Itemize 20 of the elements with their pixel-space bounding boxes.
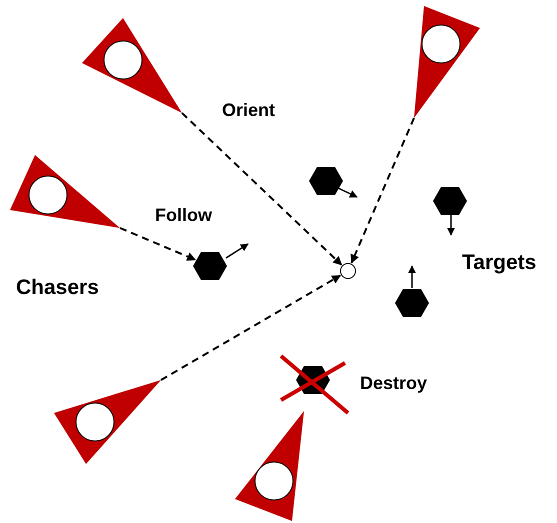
dashed-arrow [160, 274, 341, 381]
group-label: Chasers [16, 277, 99, 298]
action-label: Follow [155, 206, 212, 224]
hexagon-marker [296, 366, 330, 394]
target-point [340, 263, 356, 279]
chaser-marker [82, 18, 182, 113]
hexagon-marker [433, 187, 467, 215]
chaser-marker [235, 411, 304, 521]
hexagon-marker [395, 289, 429, 317]
dashed-arrow [181, 112, 342, 266]
hexagon-marker [193, 252, 227, 280]
chaser-marker [10, 155, 120, 228]
chaser-marker [54, 380, 161, 464]
action-label: Destroy [360, 374, 428, 392]
group-label: Targets [462, 252, 536, 273]
hexagon-marker [309, 167, 343, 195]
dashed-arrow [120, 227, 196, 261]
dashed-arrow [350, 118, 415, 264]
action-label: Orient [222, 101, 276, 119]
chaser-marker [414, 6, 480, 118]
